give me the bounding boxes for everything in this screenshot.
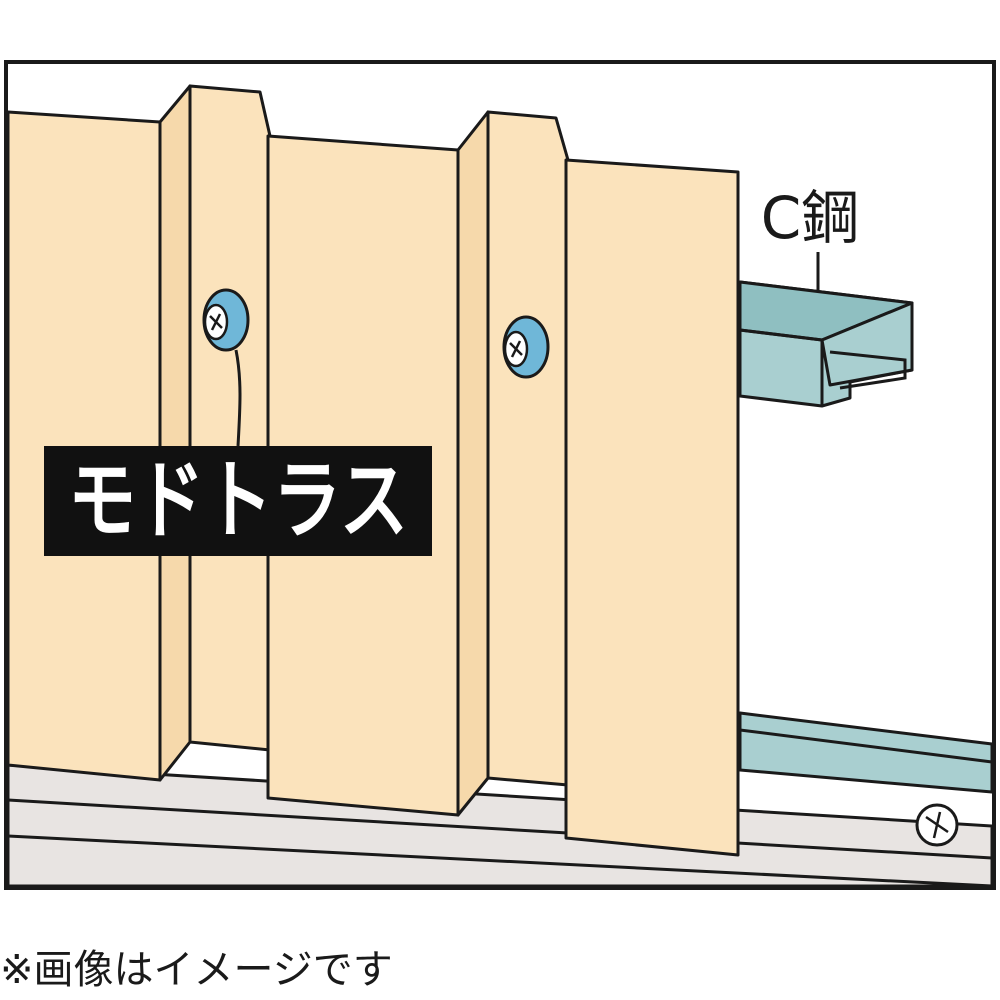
c-steel-label: C鋼 — [761, 184, 860, 252]
floor-screw-icon — [915, 803, 959, 847]
image-caption: ※画像はイメージです — [0, 947, 393, 993]
panel-rib-1 — [158, 84, 272, 782]
c-steel-lower-rail — [738, 711, 994, 794]
panel-3 — [564, 158, 740, 857]
product-label: モドトラス — [68, 451, 408, 551]
product-label-leader — [234, 349, 242, 447]
c-steel-upper-channel — [738, 280, 914, 408]
screw-icon — [202, 288, 250, 352]
panel-rib-2 — [456, 110, 570, 817]
product-label-box — [44, 446, 432, 556]
screw-icon — [502, 315, 550, 379]
